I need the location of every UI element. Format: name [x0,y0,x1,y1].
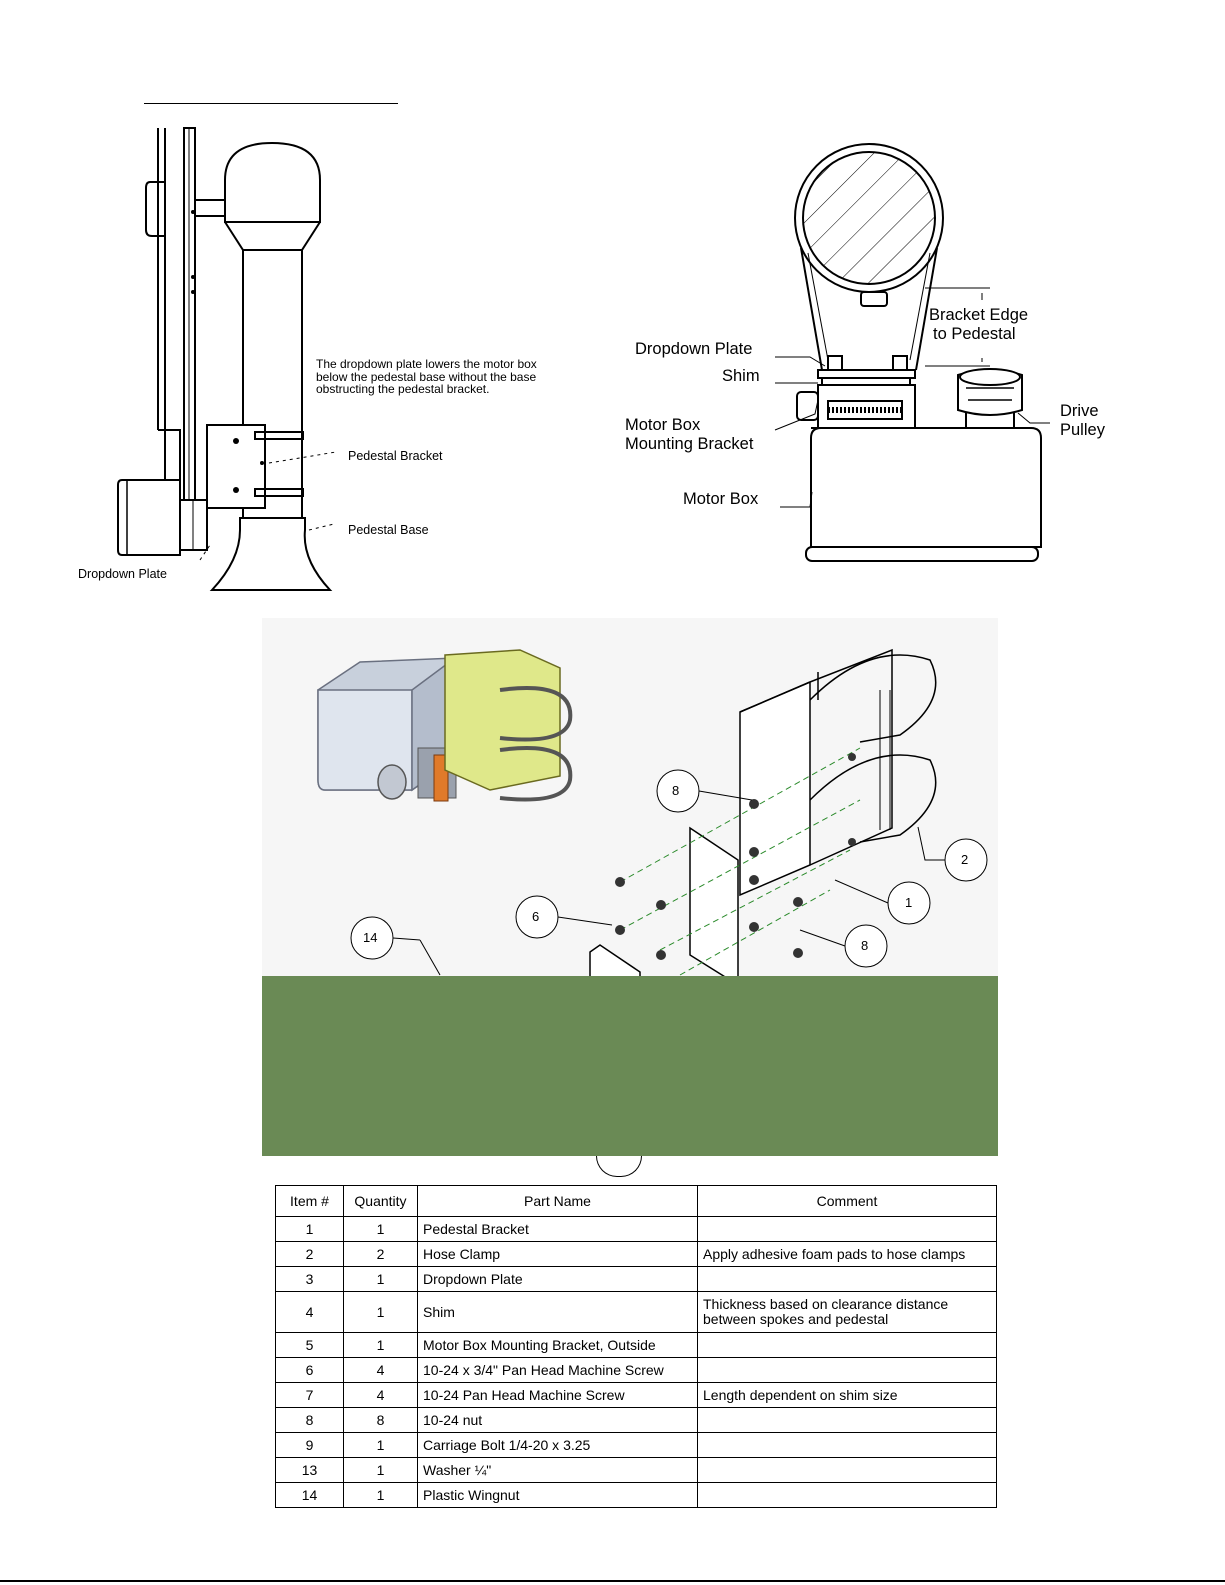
quantity: 1 [343,1432,418,1458]
callout-8-bottom: 8 [861,938,869,953]
callout-2: 2 [961,852,969,867]
comment: Thickness based on clearance distance be… [697,1291,997,1333]
motor-box-label: Motor Box [683,490,759,508]
item-number: 14 [275,1482,344,1508]
quantity: 1 [343,1216,418,1242]
dropdown-plate-label-side: Dropdown Plate [78,567,167,581]
part-name: Motor Box Mounting Bracket, Outside [417,1332,698,1358]
part-name: 10-24 x 3/4" Pan Head Machine Screw [417,1357,698,1383]
callout-6: 6 [532,909,540,924]
comment [697,1482,997,1508]
comment [697,1432,997,1458]
motor-box-mounting-label-line2: Mounting Bracket [625,435,754,453]
table-header-row: Item # Quantity Part Name Comment [275,1185,997,1217]
pedestal-base-label: Pedestal Base [348,523,429,537]
table-row: 5 1 Motor Box Mounting Bracket, Outside [275,1332,997,1358]
part-name: 10-24 nut [417,1407,698,1433]
exploded-view-panel [262,618,998,976]
drive-pulley-label-line1: Drive [1060,402,1099,420]
callout-8-top: 8 [672,783,680,798]
comment: Apply adhesive foam pads to hose clamps [697,1241,997,1267]
item-number: 8 [275,1407,344,1433]
part-name: Plastic Wingnut [417,1482,698,1508]
part-name: Dropdown Plate [417,1266,698,1292]
item-number: 13 [275,1457,344,1483]
quantity: 1 [343,1482,418,1508]
callout-14: 14 [363,930,378,945]
parts-table: Item # Quantity Part Name Comment 1 1 Pe… [275,1185,997,1508]
table-row: 4 1 Shim Thickness based on clearance di… [275,1291,997,1333]
motor-box-mounting-label-line1: Motor Box [625,416,701,434]
item-number: 3 [275,1266,344,1292]
quantity: 1 [343,1332,418,1358]
comment [697,1457,997,1483]
part-name: Pedestal Bracket [417,1216,698,1242]
header-item: Item # [275,1185,344,1217]
item-number: 9 [275,1432,344,1458]
table-row: 6 4 10-24 x 3/4" Pan Head Machine Screw [275,1357,997,1383]
quantity: 1 [343,1266,418,1292]
item-number: 7 [275,1382,344,1408]
part-name: Washer ¼" [417,1457,698,1483]
quantity: 1 [343,1291,418,1333]
header-quantity: Quantity [343,1185,418,1217]
quantity: 4 [343,1357,418,1383]
shim-label: Shim [722,367,760,385]
quantity: 8 [343,1407,418,1433]
part-name: Shim [417,1291,698,1333]
bracket-edge-label-line2: to Pedestal [933,325,1016,343]
dropdown-plate-label-top: Dropdown Plate [635,340,753,358]
redaction-block [262,976,998,1156]
page-bottom-rule [0,1580,1225,1582]
header-comment: Comment [697,1185,997,1217]
table-row: 9 1 Carriage Bolt 1/4-20 x 3.25 [275,1432,997,1458]
partial-callout-circle [596,1156,642,1177]
item-number: 4 [275,1291,344,1333]
bracket-edge-label-line1: Bracket Edge [929,306,1029,324]
pedestal-bracket-label: Pedestal Bracket [348,449,443,463]
table-row: 2 2 Hose Clamp Apply adhesive foam pads … [275,1241,997,1267]
comment [697,1407,997,1433]
table-row: 1 1 Pedestal Bracket [275,1216,997,1242]
comment: Length dependent on shim size [697,1382,997,1408]
section-heading-underline [144,103,398,104]
table-row: 7 4 10-24 Pan Head Machine Screw Length … [275,1382,997,1408]
comment [697,1266,997,1292]
side-view-note: The dropdown plate lowers the motor box … [316,357,537,396]
quantity: 4 [343,1382,418,1408]
part-name: 10-24 Pan Head Machine Screw [417,1382,698,1408]
quantity: 2 [343,1241,418,1267]
item-number: 2 [275,1241,344,1267]
table-row: 8 8 10-24 nut [275,1407,997,1433]
callout-1: 1 [905,895,913,910]
part-name: Hose Clamp [417,1241,698,1267]
drive-pulley-label-line2: Pulley [1060,421,1105,439]
item-number: 1 [275,1216,344,1242]
table-row: 3 1 Dropdown Plate [275,1266,997,1292]
item-number: 5 [275,1332,344,1358]
header-part-name: Part Name [417,1185,698,1217]
quantity: 1 [343,1457,418,1483]
table-row: 14 1 Plastic Wingnut [275,1482,997,1508]
comment [697,1357,997,1383]
table-row: 13 1 Washer ¼" [275,1457,997,1483]
part-name: Carriage Bolt 1/4-20 x 3.25 [417,1432,698,1458]
comment [697,1216,997,1242]
item-number: 6 [275,1357,344,1383]
comment [697,1332,997,1358]
